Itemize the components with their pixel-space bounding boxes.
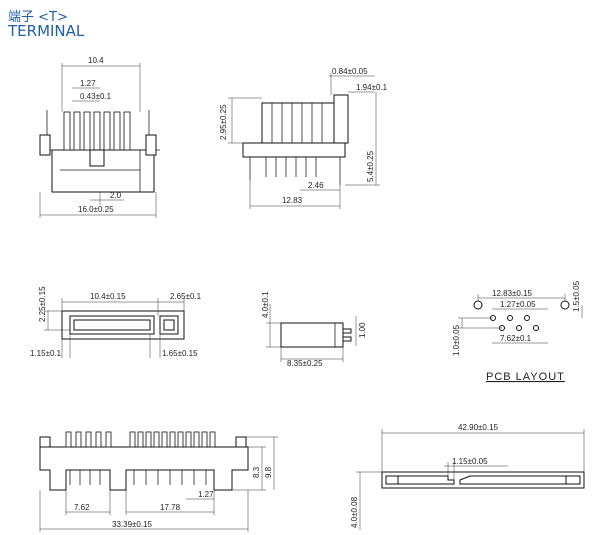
title-chinese: 端子 <T> — [8, 10, 68, 25]
dim-bl-9-8: 9.8 — [264, 466, 273, 478]
side-leads — [249, 157, 341, 185]
top-slot-inner — [73, 319, 151, 331]
side-housing — [261, 102, 335, 144]
dim-bl-33-39: 33.39±0.15 — [112, 520, 153, 529]
bottom-left-view: 8.3 9.8 7.62 17.78 1.27 33.39±0.15 — [39, 431, 278, 532]
dim-front-2-0: 2.0 — [110, 191, 122, 200]
dim-side-12-83: 12.83 — [282, 196, 303, 205]
dim-small-8-35: 8.35±0.25 — [287, 359, 323, 368]
dim-small-4-0: 4.0±0.1 — [261, 291, 270, 318]
front-key — [89, 149, 105, 167]
side-view: 0.84±0.05 1.94±0.1 2.95±0.25 5.4±0.25 2.… — [219, 67, 388, 209]
front-pins — [63, 111, 131, 151]
side-fins — [271, 103, 323, 143]
dim-pcb-7-62: 7.62±0.1 — [500, 334, 532, 343]
dim-bl-7-62: 7.62 — [74, 503, 90, 512]
br-left-end — [385, 475, 399, 485]
dim-top-10-4: 10.4±0.15 — [90, 292, 126, 301]
dim-side-5-4: 5.4±0.25 — [366, 150, 375, 182]
dim-top-1-65: 1.65±0.15 — [162, 349, 198, 358]
dim-pcb-1-27: 1.27±0.05 — [500, 300, 536, 309]
dim-front-0-43: 0.43±0.1 — [80, 92, 112, 101]
br-short-slot — [397, 475, 455, 485]
pcb-holes — [473, 300, 570, 331]
pcb-layout: 12.83±0.15 1.27±0.05 1.5±0.05 1.0±0.05 7… — [452, 280, 583, 383]
front-left-post — [39, 134, 51, 156]
dim-bl-1-27: 1.27 — [198, 490, 214, 499]
side-base — [242, 142, 346, 158]
bottom-right-view: 42.90±0.15 1.15±0.05 4.0±0.08 — [350, 423, 585, 530]
small-body — [280, 322, 344, 348]
br-long-slot — [459, 475, 567, 485]
dim-pcb-1-5: 1.5±0.05 — [572, 280, 581, 312]
small-pin-bottom — [342, 336, 352, 342]
dim-top-1-15: 1.15±0.1 — [30, 349, 62, 358]
side-tab — [333, 94, 349, 144]
br-right-end — [565, 475, 581, 485]
title-english: TERMINAL — [8, 22, 85, 40]
dim-br-4-0: 4.0±0.08 — [350, 496, 359, 528]
bottom-left-leads — [69, 470, 207, 485]
front-right-post — [145, 134, 157, 156]
dim-top-2-65: 2.65±0.1 — [170, 292, 202, 301]
dim-side-1-94: 1.94±0.1 — [356, 83, 388, 92]
dim-pcb-1-0: 1.0±0.05 — [452, 324, 461, 356]
bottom-left-body — [39, 446, 249, 491]
dim-top-2-25: 2.25±0.15 — [38, 286, 47, 322]
small-pin-top — [342, 328, 352, 334]
bl-right-post — [235, 436, 247, 448]
dim-side-0-84: 0.84±0.05 — [332, 67, 368, 76]
dim-bl-8-3: 8.3 — [252, 466, 261, 478]
dim-front-10-4: 10.4 — [88, 56, 104, 65]
bottom-left-pins-a — [65, 431, 112, 448]
dim-small-1-00: 1.00 — [358, 322, 367, 338]
front-view: 10.4 1.27 0.43±0.1 2.0 16.0±0.25 — [39, 56, 160, 218]
dim-front-16-0: 16.0±0.25 — [78, 205, 114, 214]
bottom-left-pins-b — [129, 431, 216, 448]
dim-side-2-46: 2.46 — [308, 181, 324, 190]
top-slot-short-inner — [163, 319, 175, 331]
dim-br-1-15: 1.15±0.05 — [452, 457, 488, 466]
pcb-layout-label: PCB LAYOUT — [486, 371, 565, 383]
dim-side-2-95: 2.95±0.25 — [219, 104, 228, 140]
dim-pcb-12-83: 12.83±0.15 — [492, 289, 533, 298]
dim-bl-17-78: 17.78 — [160, 503, 181, 512]
bl-left-post — [39, 436, 51, 448]
small-view: 4.0±0.1 1.00 8.35±0.25 — [261, 291, 367, 368]
dim-br-42-90: 42.90±0.15 — [458, 423, 499, 432]
dim-front-1-27: 1.27 — [80, 79, 96, 88]
top-view: 10.4±0.15 2.65±0.1 2.25±0.15 1.15±0.1 1.… — [30, 286, 202, 358]
